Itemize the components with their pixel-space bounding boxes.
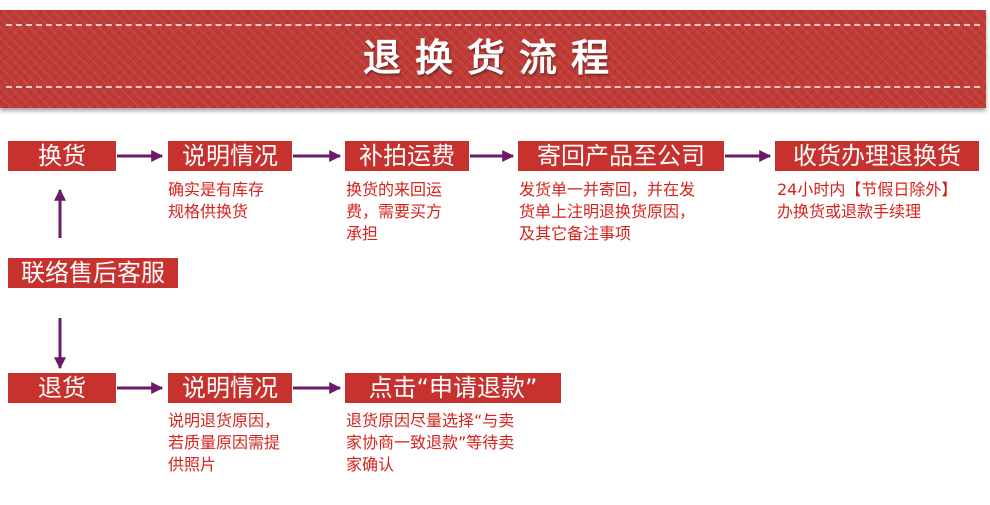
exchange-step-process-box: 收货办理退换货 bbox=[775, 141, 979, 171]
return-step-apply-desc: 退货原因尽量选择“与卖 家协商一致退款”等待卖 家确认 bbox=[346, 411, 515, 474]
exchange-step-process-desc: 24小时内【节假日除外】 办换货或退款手续理 bbox=[777, 180, 958, 221]
page-title: 退换货流程 bbox=[362, 36, 623, 80]
banner-stitch-top bbox=[6, 24, 980, 26]
exchange-step-sendback-desc: 发货单一并寄回，并在发 货单上注明退换货原因， 及其它备注事项 bbox=[519, 180, 696, 243]
exchange-step-shipping-title: 补拍运费 bbox=[359, 142, 455, 170]
exchange-label: 换货 bbox=[38, 142, 86, 170]
header-banner: 退换货流程 bbox=[0, 10, 986, 108]
return-box: 退货 bbox=[8, 373, 116, 403]
exchange-step-explain-desc: 确实是有库存 规格供换货 bbox=[168, 180, 265, 221]
contact-service-label: 联络售后客服 bbox=[21, 259, 165, 287]
exchange-box: 换货 bbox=[8, 141, 116, 171]
exchange-step-sendback-box: 寄回产品至公司 bbox=[518, 141, 724, 171]
return-step-apply-title: 点击“申请退款” bbox=[368, 374, 538, 402]
exchange-step-sendback-title: 寄回产品至公司 bbox=[537, 142, 705, 170]
banner-stitch-bottom bbox=[6, 86, 980, 88]
exchange-step-process-title: 收货办理退换货 bbox=[793, 142, 961, 170]
return-step-explain-desc: 说明退货原因， 若质量原因需提 供照片 bbox=[168, 411, 281, 474]
return-step-explain-title: 说明情况 bbox=[182, 374, 278, 402]
exchange-step-explain-title: 说明情况 bbox=[182, 142, 278, 170]
exchange-step-shipping-box: 补拍运费 bbox=[345, 141, 469, 171]
return-step-apply-box: 点击“申请退款” bbox=[345, 373, 561, 403]
exchange-step-explain-box: 说明情况 bbox=[168, 141, 292, 171]
contact-service-box: 联络售后客服 bbox=[8, 258, 178, 288]
exchange-step-shipping-desc: 换货的来回运 费，需要买方 承担 bbox=[346, 180, 443, 243]
return-label: 退货 bbox=[38, 374, 86, 402]
return-step-explain-box: 说明情况 bbox=[168, 373, 292, 403]
